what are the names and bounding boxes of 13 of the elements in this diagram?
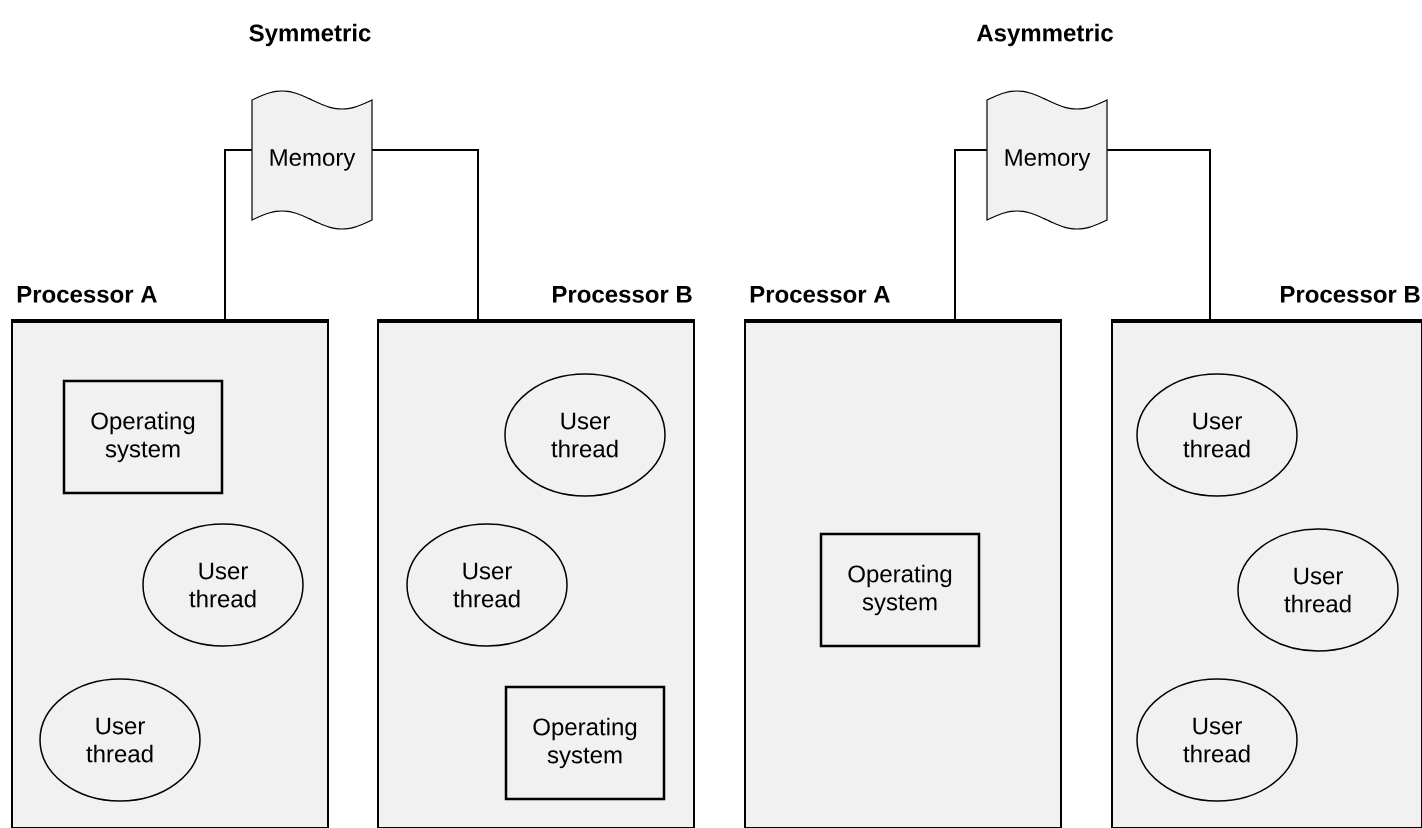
node-label: Processor A xyxy=(750,286,890,303)
node-label: Processor B xyxy=(1281,286,1420,303)
connector-line xyxy=(224,149,253,322)
node-label: Processor B xyxy=(553,286,692,303)
process-box: Operating system xyxy=(62,379,224,495)
connector-line xyxy=(954,149,988,322)
node-label: Processor A xyxy=(17,286,157,303)
connector-line xyxy=(1106,149,1211,322)
process-box: Operating system xyxy=(504,685,666,801)
connector-line xyxy=(371,149,479,322)
heading: Symmetric xyxy=(249,23,371,47)
process-box: Operating system xyxy=(819,532,981,648)
heading: Asymmetric xyxy=(976,23,1113,47)
